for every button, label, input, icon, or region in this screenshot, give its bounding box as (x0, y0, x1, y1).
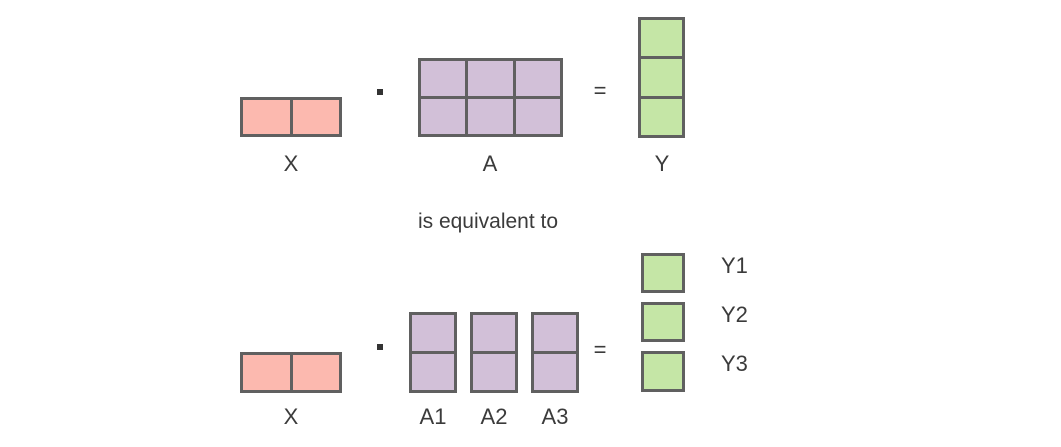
label-a2: A2 (480, 404, 508, 429)
label-a1: A1 (419, 404, 447, 429)
matrix-cell (473, 315, 515, 351)
label-x-top: X (283, 151, 299, 176)
label-y-top: Y (654, 151, 670, 176)
matrix-cell (292, 355, 339, 390)
matrix-a2-column (470, 312, 518, 393)
matrix-cell (515, 99, 560, 134)
multiply-dot-icon (377, 344, 383, 350)
matrix-cell (243, 355, 290, 390)
label-x-bottom: X (283, 404, 299, 429)
matrix-cell (412, 354, 454, 390)
label-a3: A3 (541, 404, 569, 429)
label-y2: Y2 (721, 302, 748, 327)
label-y1: Y1 (721, 253, 748, 278)
matrix-cell (644, 354, 682, 389)
matrix-y2-cell (641, 302, 685, 342)
matrix-y3-cell (641, 351, 685, 392)
matrix-cell (641, 59, 682, 96)
matrix-cell (412, 315, 454, 351)
matrix-cell (534, 315, 576, 351)
matrix-cell (243, 100, 290, 134)
matrix-x-top (240, 97, 342, 137)
matrix-cell (468, 61, 513, 96)
matrix-cell (515, 61, 560, 96)
matrix-cell (534, 354, 576, 390)
equals-sign: = (593, 337, 607, 362)
matrix-cell (421, 99, 466, 134)
matrix-cell (644, 305, 682, 339)
matrix-cell (421, 61, 466, 96)
equivalence-caption: is equivalent to (417, 210, 559, 233)
matrix-a3-column (531, 312, 579, 393)
label-a-top: A (482, 151, 498, 176)
matrix-x-bottom (240, 352, 342, 393)
matrix-cell (468, 99, 513, 134)
matrix-y1-cell (641, 253, 685, 293)
matrix-a1-column (409, 312, 457, 393)
matrix-cell (644, 256, 682, 290)
matrix-cell (292, 100, 339, 134)
label-y3: Y3 (721, 351, 748, 376)
matrix-cell (473, 354, 515, 390)
matrix-cell (641, 98, 682, 135)
matrix-y-top (638, 17, 685, 138)
matrix-cell (641, 20, 682, 57)
multiply-dot-icon (377, 89, 383, 95)
equals-sign: = (593, 78, 607, 103)
matrix-a-top (418, 58, 563, 137)
